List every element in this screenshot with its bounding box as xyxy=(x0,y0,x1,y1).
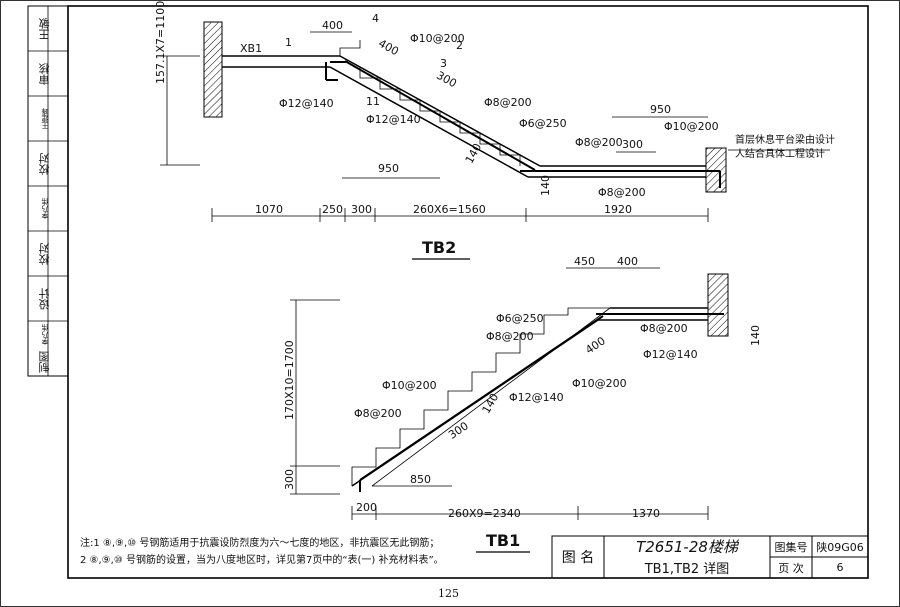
title-block-title-line2: TB1,TB2 详图 xyxy=(644,562,730,577)
tb1-dim-steps: 260X9=2340 xyxy=(448,507,521,520)
tb2-dim-950-top: 950 xyxy=(650,103,671,116)
tb2-rebar-1b-spec: Φ12@140 xyxy=(366,113,421,126)
tb1-rebar-6-spec: Φ8@200 xyxy=(640,322,688,335)
tb2-rebar-3b-spec: Φ10@200 xyxy=(664,120,719,133)
tb2-dim-400: 400 xyxy=(322,19,343,32)
sidebar-cell-2: 审核 xyxy=(28,51,62,96)
sidebar-cell-8: 李乃伟 xyxy=(28,321,62,348)
tb1-rebar-3-spec: Φ10@200 xyxy=(382,379,437,392)
sidebar-label: 李乃伟 xyxy=(41,198,49,219)
tb2-note-right: 首层休息平台梁由设计 人结合具体工程设计 xyxy=(735,135,835,160)
tb1-rebar-9-spec: Φ8@200 xyxy=(486,330,534,343)
sidebar-cell-5: 李乃伟 xyxy=(28,186,62,231)
tb1-dim-1370: 1370 xyxy=(632,507,660,520)
tb1-dim-300: 300 xyxy=(283,469,296,490)
sidebar-cell-1: 王敏 xyxy=(28,6,62,51)
tb2-title: TB2 xyxy=(422,238,457,257)
sidebar-cell-9: 制图 xyxy=(28,348,62,376)
page-number: 125 xyxy=(438,587,459,600)
tb2-dim-steps: 260X6=1560 xyxy=(413,203,486,216)
tb2-xb1-label: XB1 xyxy=(240,42,263,55)
tb2-rebar-4b-spec: Φ8@200 xyxy=(598,186,646,199)
tb2-rebar-11: 11 xyxy=(366,95,380,108)
tb2-rebar-1: 1 xyxy=(285,36,292,49)
sidebar-label: 李乃伟 xyxy=(41,324,49,345)
tb1-drawing xyxy=(290,267,729,553)
title-block-tujihao: 陕09G06 xyxy=(816,540,864,554)
sidebar-label: 校对 xyxy=(38,242,51,265)
title-block-frame xyxy=(551,535,869,579)
sidebar-label: 审核 xyxy=(38,62,51,85)
tb2-drawing xyxy=(160,21,830,260)
notes: 注:1 ⑧,⑨,⑩ 号钢筋适用于抗震设防烈度为六～七度的地区，非抗震区无此钢筋；… xyxy=(80,535,444,569)
sidebar-label: 设计 xyxy=(38,287,51,310)
tb2-dim-1920: 1920 xyxy=(604,203,632,216)
tb2-rebar-2-spec: Φ10@200 xyxy=(410,32,465,45)
sidebar-cell-3: 王建峰 xyxy=(28,96,62,141)
tb2-rebar-3: 3 xyxy=(440,57,447,70)
sidebar-label: 王敏 xyxy=(38,17,51,40)
tb2-rebar-10-spec: Φ8@200 xyxy=(575,136,623,149)
tb2-dim-250: 250 xyxy=(322,203,343,216)
title-block-title-line1: T2651-28楼梯 xyxy=(636,538,738,556)
sidebar-cell-6: 校对 xyxy=(28,231,62,276)
tb2-rebar-8-spec: Φ6@250 xyxy=(519,117,567,130)
tb2-rebar-2: 2 xyxy=(456,39,463,52)
tb2-rebar-4: 4 xyxy=(372,12,379,25)
sidebar-cell-7: 设计 xyxy=(28,276,62,321)
tb1-dim-140-side: 140 xyxy=(749,325,762,346)
tb2-rebar-9-spec: Φ8@200 xyxy=(484,96,532,109)
tb1-rebar-2-spec: Φ12@140 xyxy=(643,348,698,361)
title-block-label-yeci: 页 次 xyxy=(778,561,804,575)
tb1-rebar-8-spec: Φ6@250 xyxy=(496,312,544,325)
tb1-rebar-5-spec: Φ8@200 xyxy=(354,407,402,420)
tb1-rebar-4-spec: Φ10@200 xyxy=(572,377,627,390)
tb1-title: TB1 xyxy=(486,531,521,550)
note-line-2: 2 ⑧,⑨,⑩ 号钢筋的设置，当为八度地区时，详见第7页中的“表(一) 补充材料… xyxy=(80,555,444,566)
tb1-dim-200: 200 xyxy=(356,501,377,514)
tb2-dim-height: 157.1X7=1100 xyxy=(154,0,167,84)
tb1-dim-450: 450 xyxy=(574,255,595,268)
title-block-label-tujihao: 图集号 xyxy=(774,540,808,554)
tb2-dim-1070: 1070 xyxy=(255,203,283,216)
title-block-yeci: 6 xyxy=(836,561,844,574)
sidebar-label: 校对 xyxy=(38,152,51,175)
tb2-dim-950-bottom: 950 xyxy=(378,162,399,175)
tb2-rebar-11-spec: Φ12@140 xyxy=(279,97,334,110)
sidebar-label: 王建峰 xyxy=(41,108,49,129)
tb1-rebar-1-spec: Φ12@140 xyxy=(509,391,564,404)
tb2-dim-300: 300 xyxy=(351,203,372,216)
sidebar-cell-4: 校对 xyxy=(28,141,62,186)
tb2-dim-300-right: 300 xyxy=(622,138,643,151)
title-block-label-tuming: 图 名 xyxy=(561,550,595,566)
tb1-dim-400-top: 400 xyxy=(617,255,638,268)
tb2-dim-140b: 140 xyxy=(539,175,552,196)
tb1-dim-850: 850 xyxy=(410,473,431,486)
sidebar-label: 制图 xyxy=(38,351,51,373)
tb1-dim-height: 170X10=1700 xyxy=(283,340,296,420)
note-line-1: 注:1 ⑧,⑨,⑩ 号钢筋适用于抗震设防烈度为六～七度的地区，非抗震区无此钢筋； xyxy=(80,538,440,549)
